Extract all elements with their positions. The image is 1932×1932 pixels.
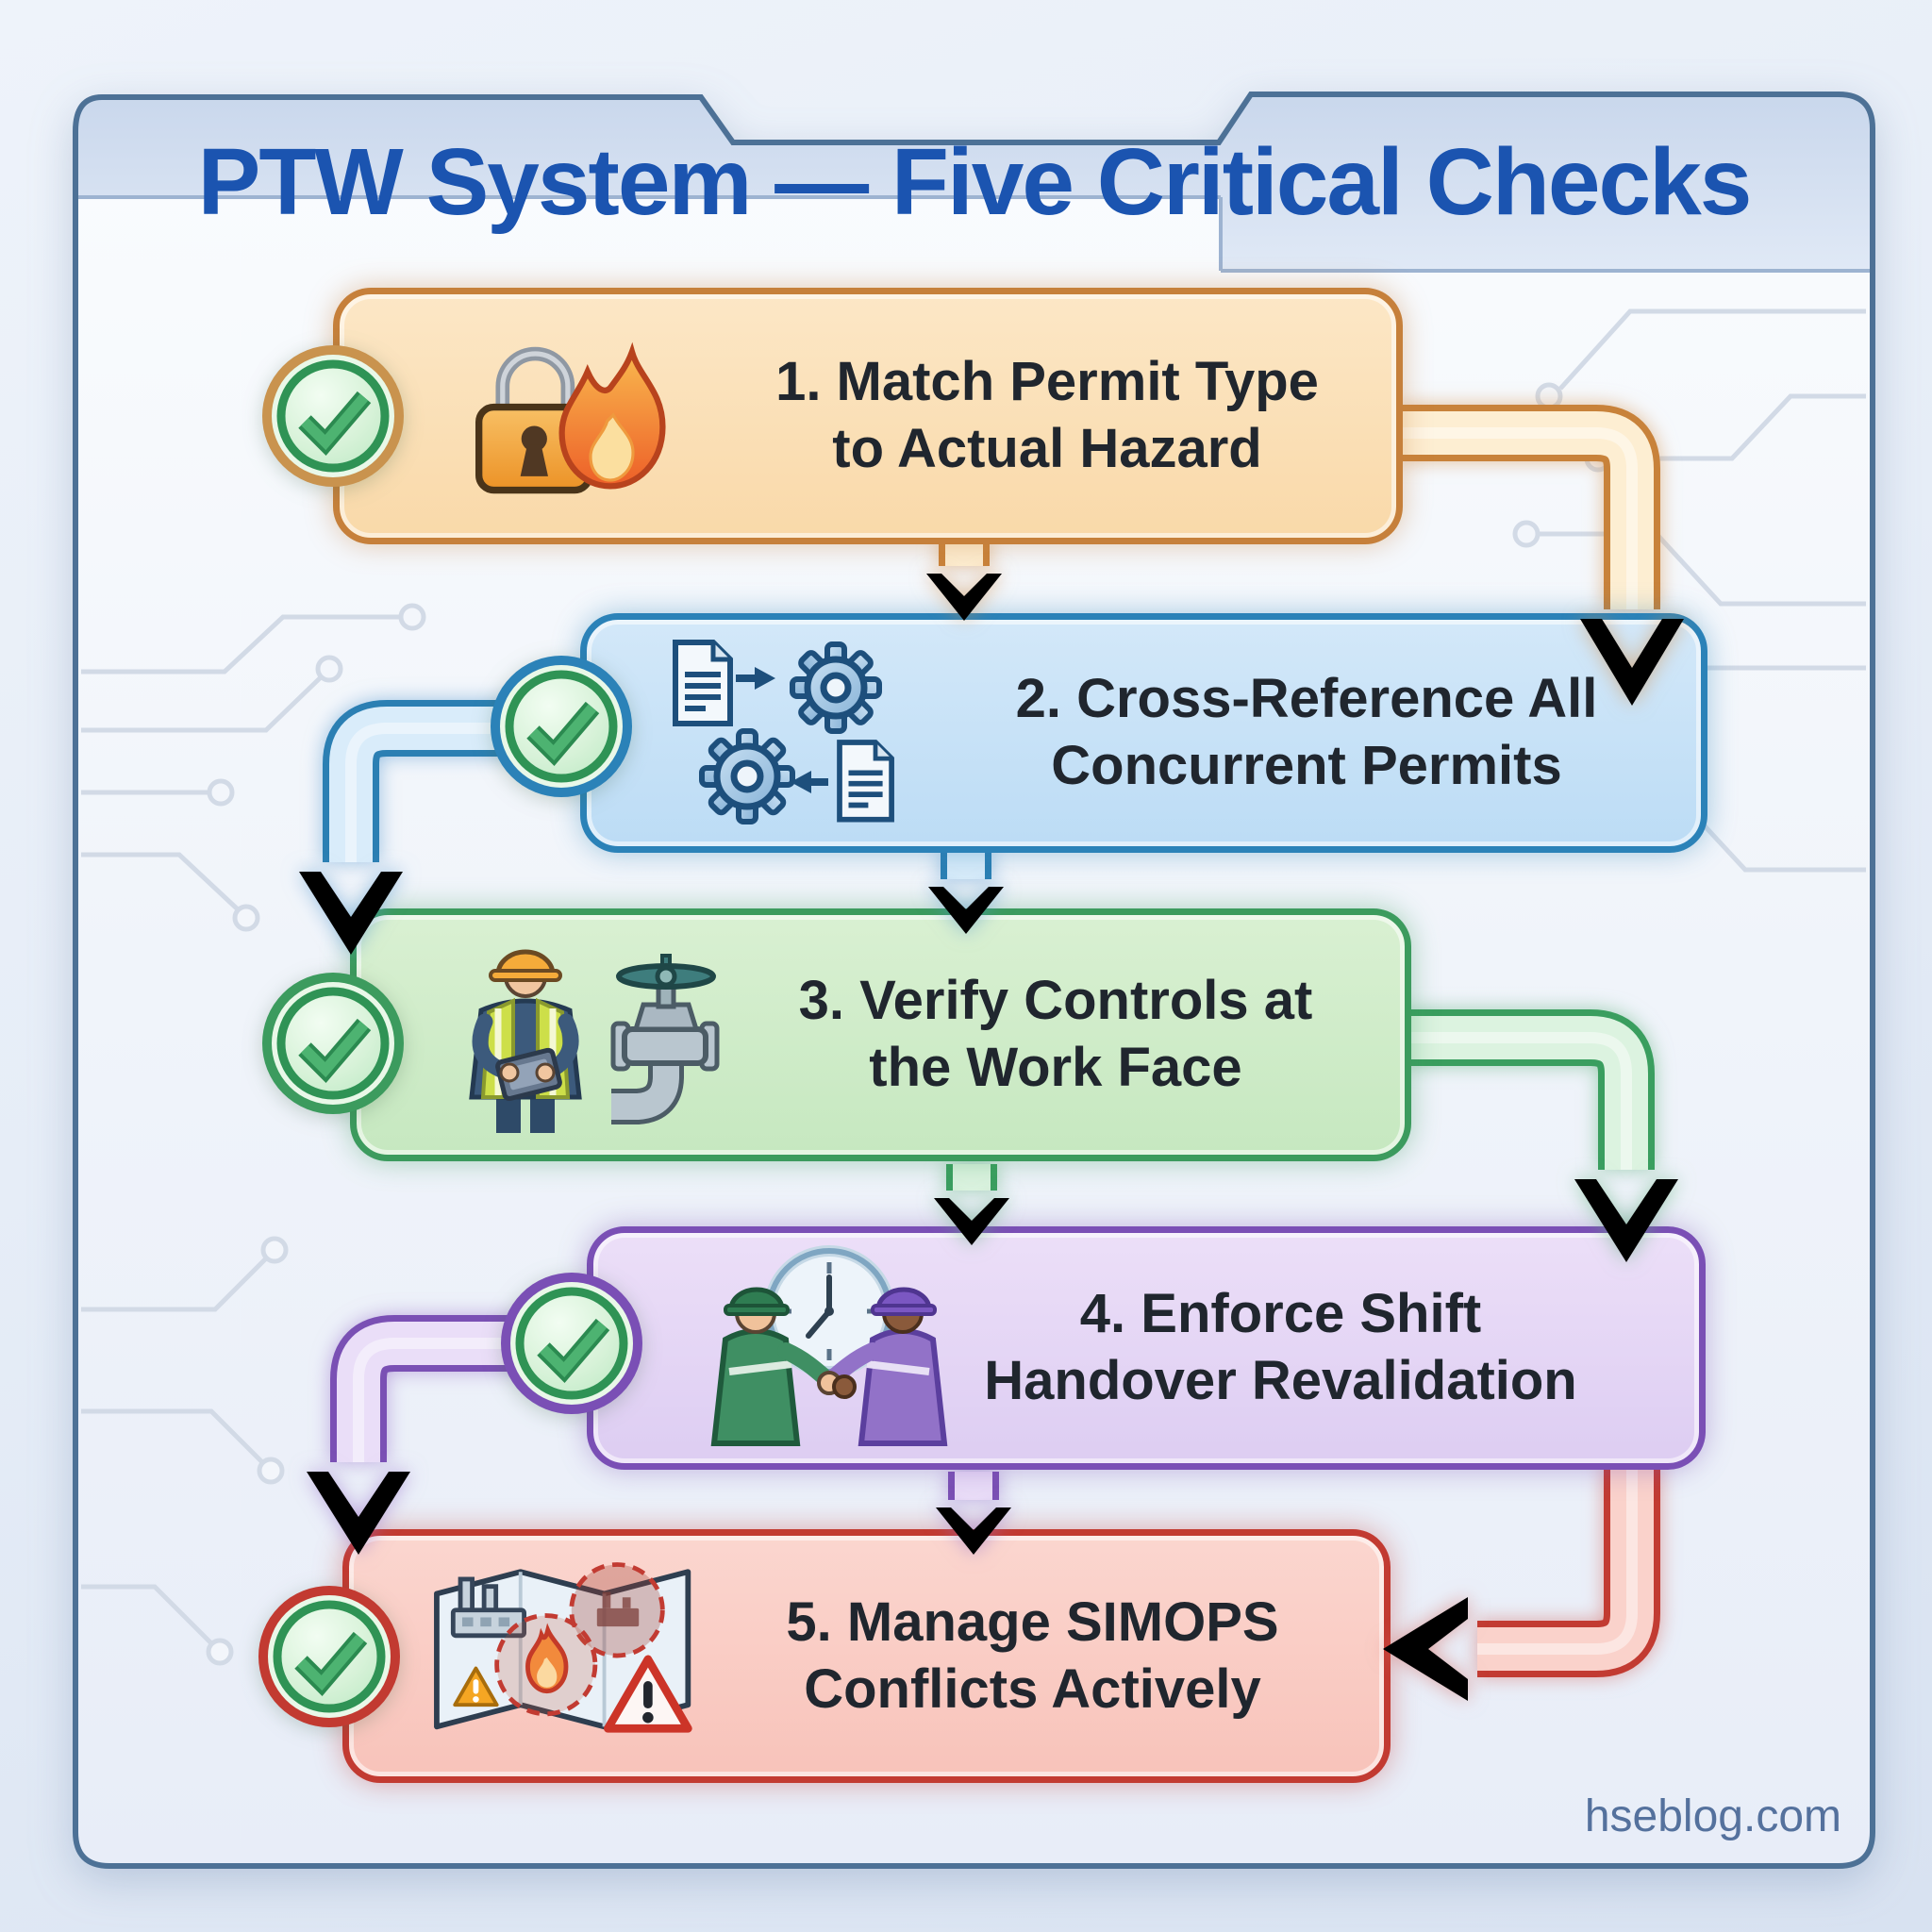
gear-icon — [790, 641, 882, 734]
step5-line1: 5. Manage SIMOPS — [786, 1591, 1279, 1653]
step4-line2: Handover Revalidation — [984, 1350, 1577, 1411]
check-icon — [491, 1263, 652, 1424]
flow-arrow-left-icon — [791, 771, 828, 793]
flame-icon — [558, 341, 666, 490]
step-box-5: 5. Manage SIMOPS Conflicts Actively — [342, 1529, 1391, 1783]
step-box-4: 4. Enforce Shift Handover Revalidation — [587, 1226, 1706, 1470]
field-worker-icon — [469, 949, 582, 1133]
document-icon — [673, 640, 733, 726]
step2-line1: 2. Cross-Reference All — [1015, 668, 1598, 730]
worker-giving-icon — [710, 1287, 840, 1446]
step3-label: 3. Verify Controls at the Work Face — [729, 968, 1382, 1102]
watermark: hseblog.com — [1584, 1791, 1841, 1841]
step-box-3: 3. Verify Controls at the Work Face — [350, 908, 1411, 1161]
step3-line2: the Work Face — [869, 1037, 1242, 1098]
factory-icon — [450, 1576, 527, 1638]
step3-icons — [469, 949, 720, 1133]
flow-arrow-right-icon — [736, 667, 775, 690]
connector-step4-step5-right-pipe — [1477, 1464, 1660, 1677]
warning-triangle-icon — [453, 1666, 499, 1707]
step1-line1: 1. Match Permit Type — [775, 351, 1319, 413]
warning-triangle-icon — [604, 1655, 692, 1733]
step5-icons — [434, 1561, 692, 1733]
arrowhead-step4-step5-right — [1383, 1597, 1468, 1701]
check-icon — [249, 1576, 409, 1737]
check-icon — [253, 336, 413, 496]
step1-label: 1. Match Permit Type to Actual Hazard — [717, 349, 1377, 483]
step4-label: 4. Enforce Shift Handover Revalidation — [891, 1281, 1671, 1415]
step4-icons — [710, 1245, 948, 1446]
step1-icons — [475, 341, 666, 494]
step2-label: 2. Cross-Reference All Concurrent Permit… — [937, 666, 1676, 800]
valve-icon — [610, 954, 720, 1124]
step4-line1: 4. Enforce Shift — [1079, 1283, 1482, 1345]
handshake-icon — [817, 1371, 857, 1399]
worker-receiving-icon — [819, 1287, 948, 1446]
document-icon — [837, 740, 894, 823]
step5-line2: Conflicts Actively — [804, 1657, 1261, 1720]
check-icon — [253, 963, 413, 1124]
step-box-1: 1. Match Permit Type to Actual Hazard — [333, 288, 1403, 544]
step3-line1: 3. Verify Controls at — [798, 970, 1313, 1032]
page-title: PTW System — Five Critical Checks — [197, 129, 1753, 235]
connector-step3-step4-side-pipe — [1406, 1009, 1655, 1170]
gear-icon — [699, 728, 795, 824]
step2-line2: Concurrent Permits — [1051, 735, 1562, 796]
step1-line2: to Actual Hazard — [832, 418, 1262, 479]
check-icon — [481, 646, 641, 807]
step-box-2: 2. Cross-Reference All Concurrent Permit… — [580, 613, 1707, 853]
step2-icons — [673, 640, 894, 824]
connector-step1-step2-side-pipe — [1398, 405, 1660, 609]
step5-label: 5. Manage SIMOPS Conflicts Actively — [706, 1590, 1359, 1724]
fire-hazard-icon — [525, 1622, 569, 1693]
